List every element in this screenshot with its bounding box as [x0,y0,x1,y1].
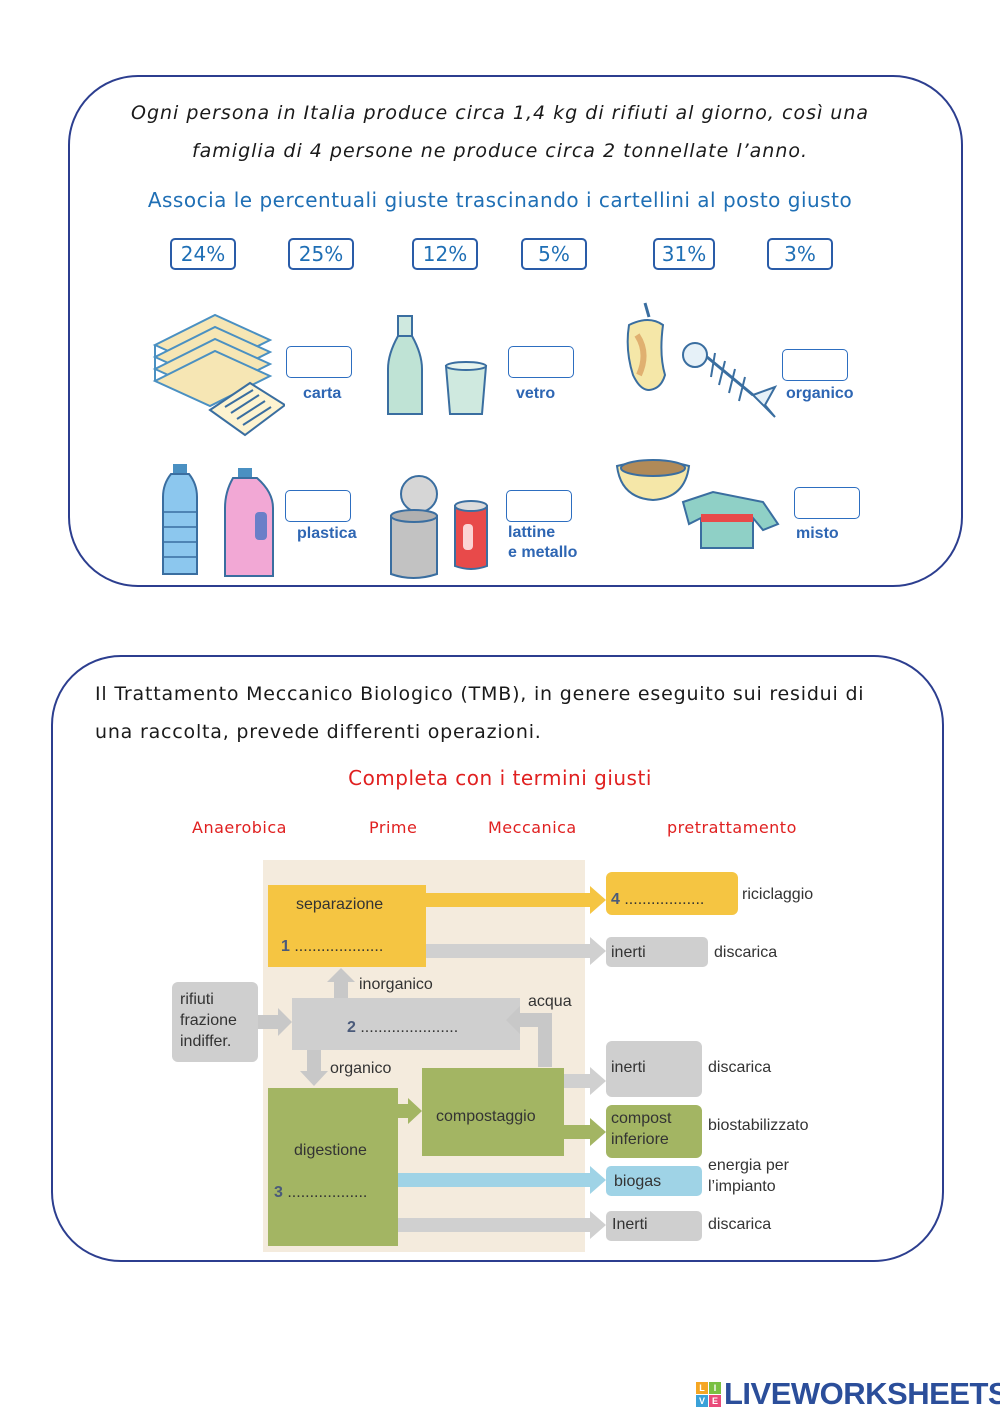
instruction-2: Completa con i termini giusti [348,766,652,790]
diagram-biogas: biogas [614,1173,662,1190]
label-carta: carta [303,385,342,402]
compost-line: compost [611,1110,672,1127]
diagram-compost: compost inferiore [611,1108,671,1150]
mixed-waste-icon [615,459,780,549]
logo-letter: I [709,1381,721,1394]
term-pretrattamento[interactable]: pretrattamento [667,818,797,837]
blank-dots: .................... [294,938,384,955]
logo-letter: L [696,1381,708,1394]
intro-text-2: Il Trattamento Meccanico Biologico (TMB)… [95,675,915,751]
blank-1[interactable]: 1 .................... [281,936,383,957]
diagram-organico: organico [330,1060,392,1077]
diagram-energia: energia per l’impianto [708,1155,789,1197]
energia-line: energia per [708,1157,789,1174]
intro-line: una raccolta, prevede differenti operazi… [95,721,542,743]
logo-letter: V [696,1394,708,1407]
label-organico: organico [786,385,854,402]
diagram-discarica-3: discarica [708,1216,772,1233]
diagram-discarica-2: discarica [708,1059,772,1076]
blank-dots: .................. [624,891,705,908]
brand-name: LIVEWORKSHEETS [724,1376,1000,1411]
percent-chip[interactable]: 5% [521,238,587,270]
intro-text-1: Ogni persona in Italia produce circa 1,4… [100,94,900,170]
label-lattine: lattine e metallo [508,523,577,563]
blank-number: 4 [611,891,620,908]
blank-number: 2 [347,1019,356,1036]
label-plastica: plastica [297,525,357,542]
logo-letter: E [709,1394,721,1407]
diagram-separazione: separazione [296,896,384,913]
diagram-inerti-2: inerti [611,1059,646,1076]
diagram-discarica-1: discarica [714,944,778,961]
dropbox-lattine[interactable] [506,490,572,522]
percent-chip[interactable]: 24% [170,238,236,270]
diagram-inerti-1: inerti [611,944,646,961]
diagram-acqua: acqua [528,993,572,1010]
label-misto: misto [796,525,839,542]
dropbox-plastica[interactable] [285,490,351,522]
intro-line: famiglia di 4 persone ne produce circa 2… [191,140,809,162]
diagram-inorganico: inorganico [359,976,433,993]
diagram-digestione: digestione [294,1142,367,1159]
paper-stack-icon [152,313,285,437]
dropbox-misto[interactable] [794,487,860,519]
percent-chip[interactable]: 31% [653,238,715,270]
blank-dots: ...................... [360,1019,459,1036]
logo-mark-icon: L I V E [696,1381,721,1407]
intro-line: Il Trattamento Meccanico Biologico (TMB)… [95,683,865,705]
diagram-compostaggio: compostaggio [436,1108,536,1125]
diagram-inerti-3: Inerti [612,1216,648,1233]
blank-3[interactable]: 3 .................. [274,1182,367,1203]
percent-chip[interactable]: 12% [412,238,478,270]
diagram-input: rifiuti frazione indiffer. [180,989,237,1052]
dropbox-organico[interactable] [782,349,848,381]
food-waste-icon [626,302,778,418]
term-meccanica[interactable]: Meccanica [488,818,577,837]
input-line: rifiuti [180,991,214,1008]
blank-number: 1 [281,938,290,955]
liveworksheets-logo[interactable]: L I V E LIVEWORKSHEETS [696,1376,1000,1412]
plastic-bottles-icon [162,464,274,577]
energia-line: l’impianto [708,1178,776,1195]
label-line: e metallo [508,544,578,561]
glass-bottle-icon [387,315,488,415]
dropbox-vetro[interactable] [508,346,574,378]
diagram-riciclaggio: riciclaggio [742,886,814,903]
diagram-biostabilizzato: biostabilizzato [708,1117,809,1134]
percent-chip[interactable]: 3% [767,238,833,270]
label-vetro: vetro [516,385,556,402]
percent-chip[interactable]: 25% [288,238,354,270]
instruction-1: Associa le percentuali giuste trascinand… [147,188,853,212]
blank-2[interactable]: 2 ...................... [347,1017,458,1038]
label-line: lattine [508,524,556,541]
intro-line: Ogni persona in Italia produce circa 1,4… [130,102,870,124]
term-anaerobica[interactable]: Anaerobica [192,818,287,837]
term-prime[interactable]: Prime [369,818,418,837]
compost-line: inferiore [611,1131,669,1148]
blank-dots: .................. [287,1184,368,1201]
input-line: indiffer. [180,1033,232,1050]
input-line: frazione [180,1012,237,1029]
cans-icon [390,475,488,579]
tmb-flow-diagram [172,860,738,1252]
blank-number: 3 [274,1184,283,1201]
blank-4[interactable]: 4 .................. [611,889,704,910]
dropbox-carta[interactable] [286,346,352,378]
